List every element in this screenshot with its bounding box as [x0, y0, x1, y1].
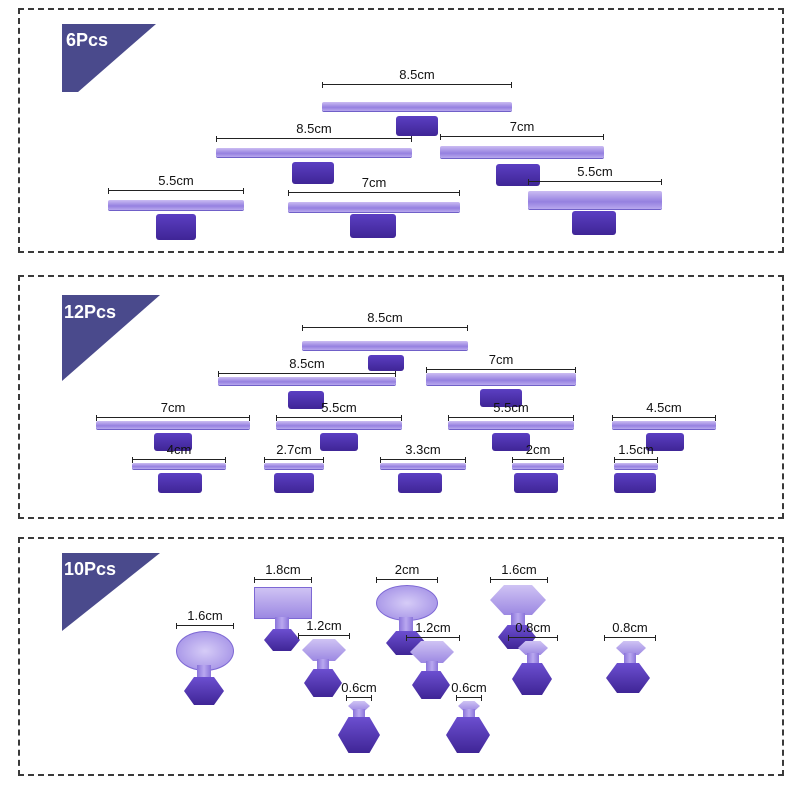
dimension-line: 7cm	[426, 353, 576, 373]
dimension-line: 5.5cm	[528, 165, 662, 185]
size-label: 0.8cm	[612, 620, 648, 635]
size-label: 7cm	[509, 119, 535, 134]
dimension-line: 0.6cm	[442, 681, 496, 701]
glue-tab: 5.5cm	[276, 401, 402, 455]
size-label: 7cm	[488, 352, 514, 367]
size-label: 0.6cm	[341, 680, 377, 695]
dimension-line: 2cm	[376, 563, 438, 583]
glue-tab: 8.5cm	[302, 311, 468, 375]
glue-tab: 3.3cm	[380, 443, 466, 497]
panel-6pcs: 6Pcs 8.5cm 8.5cm 7cm 5.5cm 7cm 5.5cm	[18, 8, 784, 253]
size-label: 5.5cm	[158, 173, 194, 188]
size-label: 7cm	[361, 175, 387, 190]
size-label: 1.6cm	[187, 608, 223, 623]
dimension-line: 7cm	[288, 176, 460, 196]
dimension-line: 5.5cm	[276, 401, 402, 421]
dimension-line: 1.8cm	[254, 563, 312, 583]
size-label: 5.5cm	[493, 400, 529, 415]
glue-tab: 8.5cm	[216, 122, 412, 192]
size-label: 3.3cm	[405, 442, 441, 457]
size-label: 2cm	[394, 562, 420, 577]
dimension-line: 2cm	[512, 443, 564, 463]
size-label: 8.5cm	[367, 310, 403, 325]
quantity-tag: 12Pcs	[20, 277, 160, 387]
dimension-line: 0.8cm	[604, 621, 656, 641]
dimension-line: 8.5cm	[216, 122, 412, 142]
size-label: 1.2cm	[306, 618, 342, 633]
size-label: 8.5cm	[289, 356, 325, 371]
dimension-line: 4.5cm	[612, 401, 716, 421]
glue-tab: 4cm	[132, 443, 226, 497]
glue-tab: 7cm	[288, 176, 460, 246]
dimension-line: 0.6cm	[332, 681, 386, 701]
glue-tab: 5.5cm	[528, 165, 662, 245]
tag-triangle-icon	[62, 553, 160, 631]
panel-12pcs: 12Pcs 8.5cm 8.5cm 7cm 7cm 5.5cm 5.5cm 4.…	[18, 275, 784, 519]
glue-tab: 0.6cm	[442, 681, 496, 761]
dimension-line: 5.5cm	[108, 174, 244, 194]
glue-tab: 7cm	[440, 120, 604, 190]
glue-tab: 1.2cm	[298, 619, 350, 705]
dimension-line: 8.5cm	[302, 311, 468, 331]
dimension-line: 8.5cm	[218, 357, 396, 377]
quantity-label: 12Pcs	[64, 302, 117, 322]
size-label: 1.2cm	[415, 620, 451, 635]
glue-tab: 1.6cm	[176, 609, 234, 709]
size-label: 0.8cm	[515, 620, 551, 635]
glue-tab: 1.5cm	[614, 443, 658, 497]
glue-tab: 7cm	[96, 401, 250, 455]
glue-tab: 2.7cm	[264, 443, 324, 497]
dimension-line: 2.7cm	[264, 443, 324, 463]
dimension-line: 7cm	[440, 120, 604, 140]
dimension-line: 7cm	[96, 401, 250, 421]
quantity-tag: 6Pcs	[20, 10, 156, 92]
glue-tab: 2cm	[512, 443, 564, 497]
dimension-line: 8.5cm	[322, 68, 512, 88]
glue-tab: 7cm	[426, 353, 576, 413]
glue-tab: 0.8cm	[508, 621, 558, 707]
glue-tab: 0.6cm	[332, 681, 386, 761]
size-label: 2cm	[525, 442, 551, 457]
tag-triangle-icon	[62, 24, 156, 92]
quantity-label: 6Pcs	[66, 30, 109, 50]
glue-tab: 5.5cm	[108, 174, 244, 244]
dimension-line: 0.8cm	[508, 621, 558, 641]
size-label: 4.5cm	[646, 400, 682, 415]
dimension-line: 1.6cm	[490, 563, 548, 583]
dimension-line: 1.2cm	[406, 621, 460, 641]
tag-triangle-icon	[62, 295, 160, 381]
size-label: 0.6cm	[451, 680, 487, 695]
glue-tab: 8.5cm	[218, 357, 396, 413]
glue-tab: 0.8cm	[604, 621, 656, 707]
size-label: 1.8cm	[265, 562, 301, 577]
dimension-line: 1.5cm	[614, 443, 658, 463]
dimension-line: 1.2cm	[298, 619, 350, 639]
quantity-label: 10Pcs	[64, 559, 117, 579]
glue-tab: 1.8cm	[254, 563, 312, 673]
glue-tab: 2cm	[376, 563, 438, 673]
glue-tab: 4.5cm	[612, 401, 716, 455]
glue-tab: 5.5cm	[448, 401, 574, 455]
panel-10pcs: 10Pcs 1.8cm 2cm 1.6cm 1.6cm 1.2cm 1.2cm	[18, 537, 784, 776]
glue-tab: 1.2cm	[406, 621, 460, 707]
size-label: 5.5cm	[321, 400, 357, 415]
size-label: 1.5cm	[618, 442, 654, 457]
size-label: 1.6cm	[501, 562, 537, 577]
dimension-line: 1.6cm	[176, 609, 234, 629]
dimension-line: 4cm	[132, 443, 226, 463]
size-label: 8.5cm	[296, 121, 332, 136]
size-label: 5.5cm	[577, 164, 613, 179]
size-label: 7cm	[160, 400, 186, 415]
quantity-tag: 10Pcs	[20, 539, 160, 649]
dimension-line: 3.3cm	[380, 443, 466, 463]
size-label: 8.5cm	[399, 67, 435, 82]
dimension-line: 5.5cm	[448, 401, 574, 421]
glue-tab: 8.5cm	[322, 68, 512, 138]
size-label: 4cm	[166, 442, 192, 457]
size-label: 2.7cm	[276, 442, 312, 457]
